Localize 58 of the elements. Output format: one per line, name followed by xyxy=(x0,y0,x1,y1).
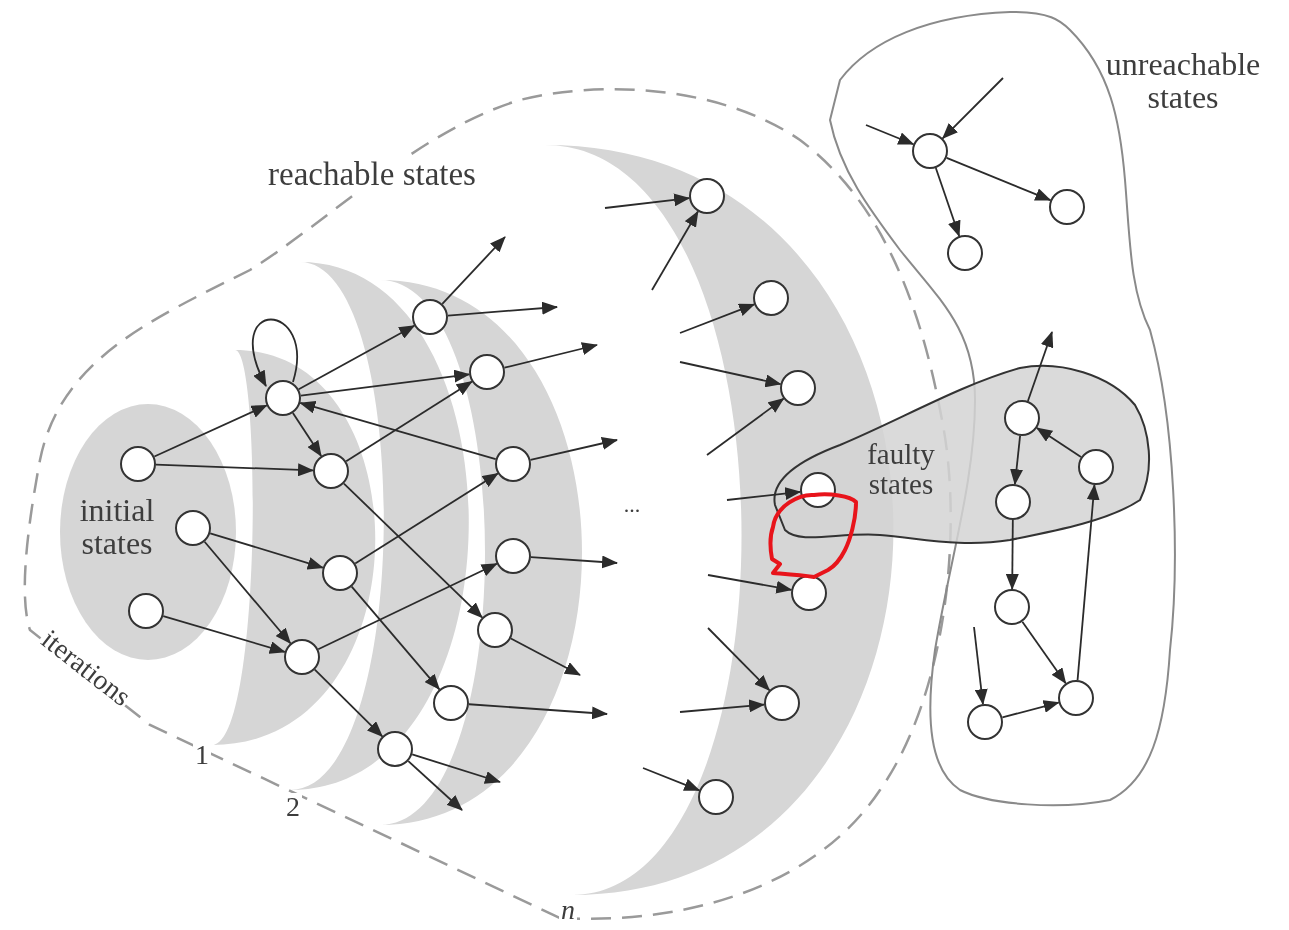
state-circle xyxy=(947,235,983,271)
arrow xyxy=(343,482,483,619)
arrow xyxy=(530,555,618,569)
arrow xyxy=(679,303,756,334)
arrow xyxy=(407,760,463,811)
state-circle xyxy=(1049,189,1085,225)
arrow xyxy=(1076,483,1100,681)
arrow xyxy=(1036,427,1082,458)
arrow xyxy=(679,361,782,388)
state-circle xyxy=(433,685,469,721)
region-label: faulty states xyxy=(866,440,936,500)
arrow xyxy=(447,301,558,317)
arrow xyxy=(441,236,506,305)
arrow xyxy=(651,210,699,291)
arrow xyxy=(707,574,793,594)
arrow xyxy=(350,585,441,691)
arrow xyxy=(468,703,608,720)
arrow xyxy=(706,397,785,456)
arrow xyxy=(503,342,598,369)
arrow xyxy=(1027,331,1054,402)
region-label: unreachable states xyxy=(1104,48,1262,114)
state-circle xyxy=(377,731,413,767)
arrow xyxy=(642,767,701,792)
arrow xyxy=(1021,620,1067,685)
arrow xyxy=(934,167,961,237)
arrow xyxy=(604,193,691,209)
arrow xyxy=(1005,519,1019,590)
arrow xyxy=(299,369,471,397)
arrow xyxy=(707,627,771,692)
arrow xyxy=(529,437,618,461)
arrow xyxy=(292,412,322,457)
self-loop-arrow xyxy=(252,318,298,387)
arrow xyxy=(1001,700,1060,719)
arrow xyxy=(317,562,498,651)
state-circle xyxy=(967,704,1003,740)
arrow xyxy=(313,668,384,738)
arrow xyxy=(726,487,802,501)
arrow xyxy=(510,637,581,676)
arrow xyxy=(345,380,473,463)
arrow xyxy=(941,77,1004,140)
region-label: initial states xyxy=(78,494,156,560)
state-circle xyxy=(994,589,1030,625)
arrow xyxy=(411,753,501,784)
arrow xyxy=(162,615,286,654)
arrow xyxy=(679,699,766,713)
arrow xyxy=(354,472,499,565)
arrow xyxy=(155,463,314,477)
state-circle xyxy=(912,133,948,169)
arrow xyxy=(297,324,416,391)
arrow xyxy=(865,124,915,146)
arrow xyxy=(203,540,292,645)
arrow xyxy=(209,532,324,570)
arrow xyxy=(945,156,1052,202)
arrow xyxy=(299,400,497,460)
arrow xyxy=(153,404,268,458)
state-circle xyxy=(1058,680,1094,716)
arrow xyxy=(973,626,988,706)
arrow xyxy=(1010,435,1023,486)
